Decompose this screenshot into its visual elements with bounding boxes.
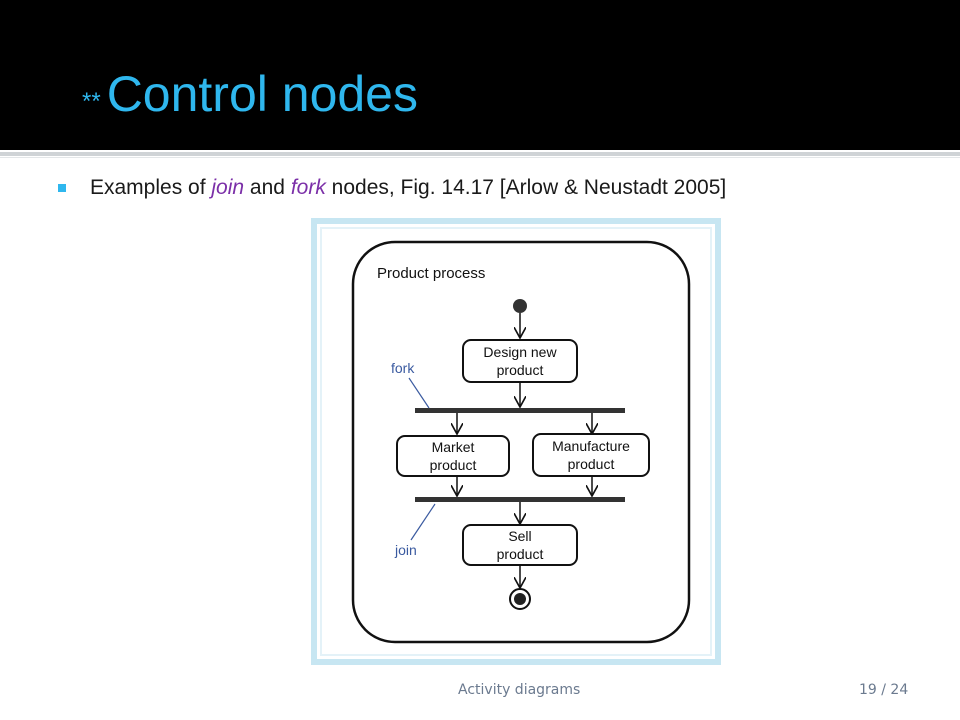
manufacture-label-1: Manufacture (552, 438, 630, 454)
title-prefix: ** (82, 88, 101, 115)
footer-section-title: Activity diagrams (458, 682, 581, 698)
fork-pointer (408, 377, 430, 409)
bullet-item: Examples of join and fork nodes, Fig. 14… (58, 172, 726, 204)
market-label-2: product (430, 457, 477, 473)
fork-word: fork (290, 176, 326, 199)
market-product-action (396, 435, 510, 477)
manufacture-product-action (532, 433, 650, 477)
page-number: 19 / 24 (859, 682, 909, 698)
divider (0, 152, 960, 156)
initial-node (513, 299, 527, 313)
design-label-2: product (497, 362, 544, 378)
market-label-1: Market (432, 439, 475, 455)
square-bullet-icon (58, 184, 66, 192)
final-node-inner (514, 593, 526, 605)
sell-label-2: product (497, 546, 544, 562)
bullet-text-part: nodes, Fig. 14.17 [Arlow & Neustadt 2005… (325, 176, 727, 199)
figure-inner-border (320, 227, 712, 656)
bullet-text-part: and (244, 176, 291, 199)
fork-label: fork (391, 360, 415, 376)
activity-diagram-figure: Product process Design new product fork … (311, 218, 721, 665)
design-label-1: Design new (483, 344, 557, 360)
title-text: Control nodes (106, 66, 418, 122)
join-label: join (394, 542, 417, 558)
bullet-text-part: Examples of (90, 176, 212, 199)
fork-bar (415, 408, 625, 413)
join-pointer (410, 503, 436, 541)
bullet-text: Examples of join and fork nodes, Fig. 14… (90, 176, 726, 200)
manufacture-label-2: product (568, 456, 615, 472)
activity-frame (351, 240, 691, 644)
divider-shadow (0, 157, 960, 158)
sell-label-1: Sell (508, 528, 531, 544)
join-bar (415, 497, 625, 502)
title-bar (0, 0, 960, 150)
frame-title: Product process (377, 265, 485, 282)
slide-title: **Control nodes (82, 64, 418, 134)
join-word: join (211, 176, 245, 199)
